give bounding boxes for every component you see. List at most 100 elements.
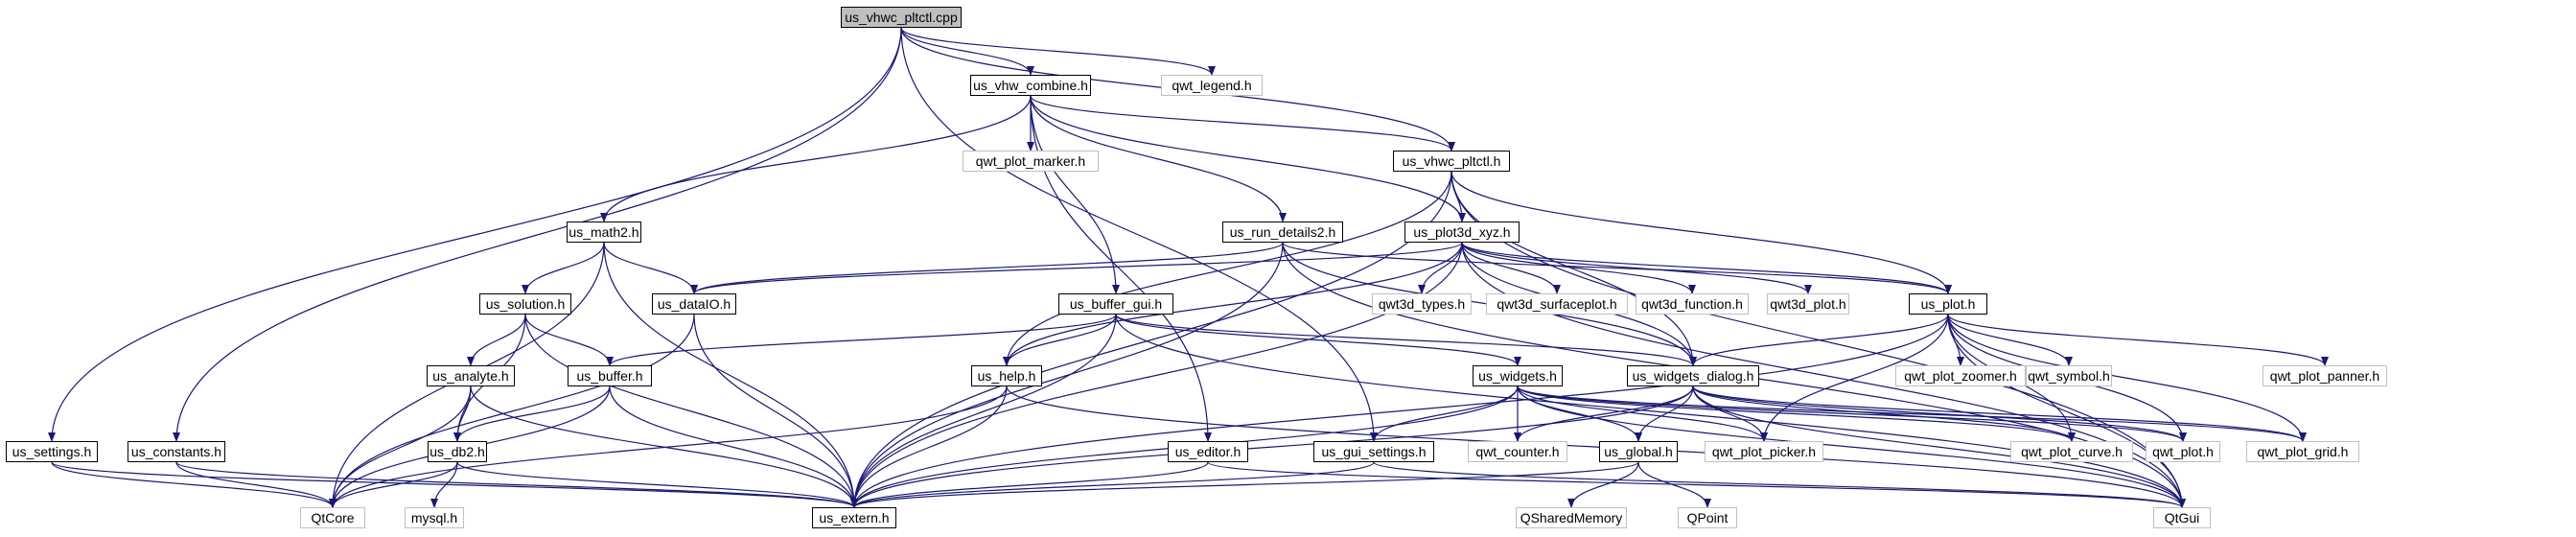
edge-buffer-to-extern: [609, 385, 858, 508]
edge-global-to-extern: [850, 461, 1639, 508]
node-extern[interactable]: us_extern.h: [812, 507, 896, 528]
edge-plot3d-to-extern: [850, 242, 1463, 508]
edge-combine-to-math2: [600, 95, 1032, 222]
edge-help-to-qtgui: [1006, 385, 2186, 508]
edge-math2-to-solution: [522, 242, 605, 294]
edge-plot3d-to-surface3d: [1461, 242, 1561, 294]
edge-constants-to-qtcore: [175, 461, 337, 508]
node-qwtplot: qwt_plot.h: [2146, 441, 2220, 462]
edge-db2-to-extern: [456, 461, 858, 508]
edge-usplot-to-wdialog: [1689, 314, 1949, 366]
node-usplot[interactable]: us_plot.h: [1909, 293, 1987, 315]
node-rundet[interactable]: us_run_details2.h: [1222, 222, 1343, 243]
edge-widgets-to-qwtplot: [1517, 385, 2187, 442]
edge-global-to-qshm: [1567, 461, 1639, 508]
node-qshm: QSharedMemory: [1516, 507, 1627, 528]
node-marker: qwt_plot_marker.h: [963, 151, 1099, 172]
node-bufgui[interactable]: us_buffer_gui.h: [1058, 293, 1173, 315]
node-symbol: qwt_symbol.h: [2026, 365, 2112, 386]
edge-math2-to-dataio: [603, 242, 698, 294]
node-buffer[interactable]: us_buffer.h: [568, 365, 652, 386]
edge-plot3d-to-qtgui: [1461, 242, 2186, 508]
edge-wdialog-to-qwtplot: [1692, 385, 2187, 442]
node-editor[interactable]: us_editor.h: [1168, 441, 1248, 462]
node-analyte[interactable]: us_analyte.h: [427, 365, 515, 386]
node-widgets[interactable]: us_widgets.h: [1473, 365, 1563, 386]
edge-usplot-to-symbol: [1947, 314, 2073, 366]
node-plot3d[interactable]: us_plot3d_xyz.h: [1404, 222, 1520, 243]
edge-settings-to-extern: [51, 461, 858, 508]
node-qlegend: qwt_legend.h: [1161, 75, 1263, 96]
edge-combine-to-bufgui: [1030, 95, 1120, 294]
node-grid: qwt_plot_grid.h: [2246, 441, 2359, 462]
edge-plot3d-to-dataio: [690, 242, 1463, 294]
edge-widgets-to-grid: [1517, 385, 2307, 442]
edge-plot3d-to-help: [1003, 242, 1463, 366]
edge-rundet-to-usplot: [1282, 242, 1952, 294]
edge-analyte-to-qtcore: [329, 385, 472, 508]
node-help[interactable]: us_help.h: [971, 365, 1042, 386]
edge-root-to-combine: [900, 27, 1034, 76]
edge-pltctl_h-to-usplot: [1450, 171, 1952, 294]
edge-usplot-to-extern: [850, 314, 1949, 508]
edge-help-to-extern: [850, 385, 1008, 508]
edge-plot3d-to-plot3dq: [1461, 242, 1812, 294]
edge-root-to-settings: [48, 27, 902, 442]
edge-dataio-to-extern: [693, 314, 858, 508]
edge-bufgui-to-wdialog: [1115, 314, 1697, 366]
edge-usplot-to-qtgui: [1947, 314, 2186, 508]
edge-solution-to-buffer: [524, 314, 614, 366]
edge-widgets-to-qtgui: [1517, 385, 2186, 508]
edge-bufgui-to-widgets: [1115, 314, 1521, 366]
node-mysql: mysql.h: [405, 507, 464, 528]
edge-editor-to-extern: [850, 461, 1209, 508]
node-combine[interactable]: us_vhw_combine.h: [970, 75, 1091, 96]
edge-solution-to-analyte: [467, 314, 526, 366]
edge-root-to-guiset: [900, 27, 1378, 442]
node-dataio[interactable]: us_dataIO.h: [652, 293, 736, 315]
node-guiset[interactable]: us_gui_settings.h: [1313, 441, 1434, 462]
node-qtcore: QtCore: [300, 507, 365, 528]
node-func3d: qwt3d_function.h: [1636, 293, 1749, 315]
node-picker: qwt_plot_picker.h: [1705, 441, 1823, 462]
edge-root-to-qlegend: [900, 27, 1216, 76]
edge-usplot-to-grid: [1947, 314, 2307, 442]
edge-pltctl_h-to-wdialog: [1450, 171, 1697, 366]
node-counter: qwt_counter.h: [1468, 441, 1567, 462]
node-db2[interactable]: us_db2.h: [428, 441, 487, 462]
edge-wdialog-to-global: [1635, 385, 1694, 442]
edge-analyte-to-extern: [470, 385, 858, 508]
node-settings[interactable]: us_settings.h: [6, 441, 98, 462]
node-zoomer: qwt_plot_zoomer.h: [1895, 365, 2026, 386]
edge-widgets-to-guiset: [1370, 385, 1519, 442]
edge-bufgui-to-extern: [850, 314, 1117, 508]
node-plot3dq: qwt3d_plot.h: [1767, 293, 1849, 315]
edge-usplot-to-picker: [1760, 314, 1949, 442]
edge-wdialog-to-extern: [850, 385, 1694, 508]
node-global[interactable]: us_global.h: [1599, 441, 1678, 462]
node-pltctl_h[interactable]: us_vhwc_pltctl.h: [1393, 151, 1510, 172]
edge-root-to-constants: [173, 27, 902, 442]
edge-widgets-to-picker: [1517, 385, 1768, 442]
edge-rundet-to-dataio: [690, 242, 1284, 294]
edge-dataio-to-qtcore: [329, 314, 695, 508]
edge-global-to-qpoint: [1637, 461, 1711, 508]
node-math2[interactable]: us_math2.h: [567, 222, 641, 243]
edge-plot3d-to-usplot: [1461, 242, 1952, 294]
edge-solution-to-extern: [524, 314, 858, 508]
edge-constants-to-extern: [175, 461, 858, 508]
node-wdialog[interactable]: us_widgets_dialog.h: [1627, 365, 1759, 386]
node-qpoint: QPoint: [1678, 507, 1737, 528]
node-root[interactable]: us_vhwc_pltctl.cpp: [841, 7, 962, 28]
edge-guiset-to-extern: [850, 461, 1375, 508]
edge-bufgui-to-help: [1003, 314, 1117, 366]
node-panner: qwt_plot_panner.h: [2263, 365, 2387, 386]
node-constants[interactable]: us_constants.h: [128, 441, 225, 462]
node-solution[interactable]: us_solution.h: [479, 293, 571, 315]
edge-db2-to-qtcore: [329, 461, 458, 508]
edge-wdialog-to-grid: [1692, 385, 2307, 442]
edge-widgets-to-curve: [1517, 385, 2076, 442]
edge-settings-to-qtcore: [51, 461, 337, 508]
edge-buffer-to-db2: [453, 385, 611, 442]
